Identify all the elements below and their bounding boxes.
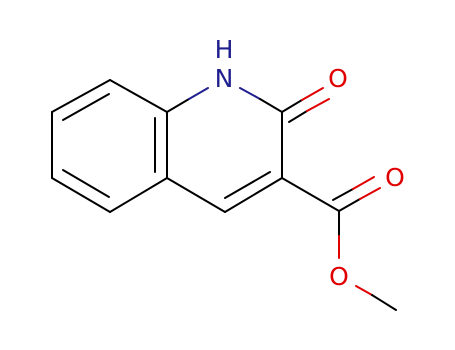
- bond-c6-c5: [109, 177, 168, 213]
- bond-c3-c4: [224, 177, 283, 213]
- bond-carbonyl-o-b-red: [352, 176, 375, 190]
- bond-c2-o-a-red: [301, 87, 324, 101]
- bond-carbonyl-o-a: [338, 198, 361, 212]
- bond-c8a-c8: [51, 79, 111, 113]
- bond-c3-ccarbonyl: [281, 177, 340, 212]
- bond-c2-o-b: [288, 110, 308, 123]
- bond-c2-o-b-red: [306, 98, 330, 112]
- bond-c4a-n1: [166, 98, 190, 113]
- bond-oester-methyl-red: [355, 285, 373, 296]
- atom-label-n: N: [215, 64, 234, 93]
- bond-c7-c6-inner: [62, 169, 110, 198]
- atom-label-carbonyl-o: O: [385, 163, 405, 192]
- bond-n1-c2-c: [259, 98, 283, 113]
- bond-carbonyl-o-a-red: [359, 187, 381, 200]
- bond-n1-c2: [239, 87, 261, 100]
- bond-c4a-c8a: [109, 79, 168, 113]
- bond-c4-c5: [166, 177, 226, 213]
- bond-c2-o-a: [281, 99, 303, 113]
- atom-label-ketone-o: O: [328, 64, 348, 93]
- bond-c7-c6: [51, 177, 111, 213]
- bond-c4a-n1-n: [188, 87, 209, 100]
- bond-c8a-c8-inner: [62, 93, 110, 121]
- atom-label-ester-o: O: [329, 262, 349, 291]
- bond-carbonyl-o-b: [332, 188, 354, 201]
- bond-oester-methyl: [371, 294, 397, 311]
- atom-label-h: H: [215, 35, 234, 64]
- bond-c3-c4-inner: [224, 171, 271, 199]
